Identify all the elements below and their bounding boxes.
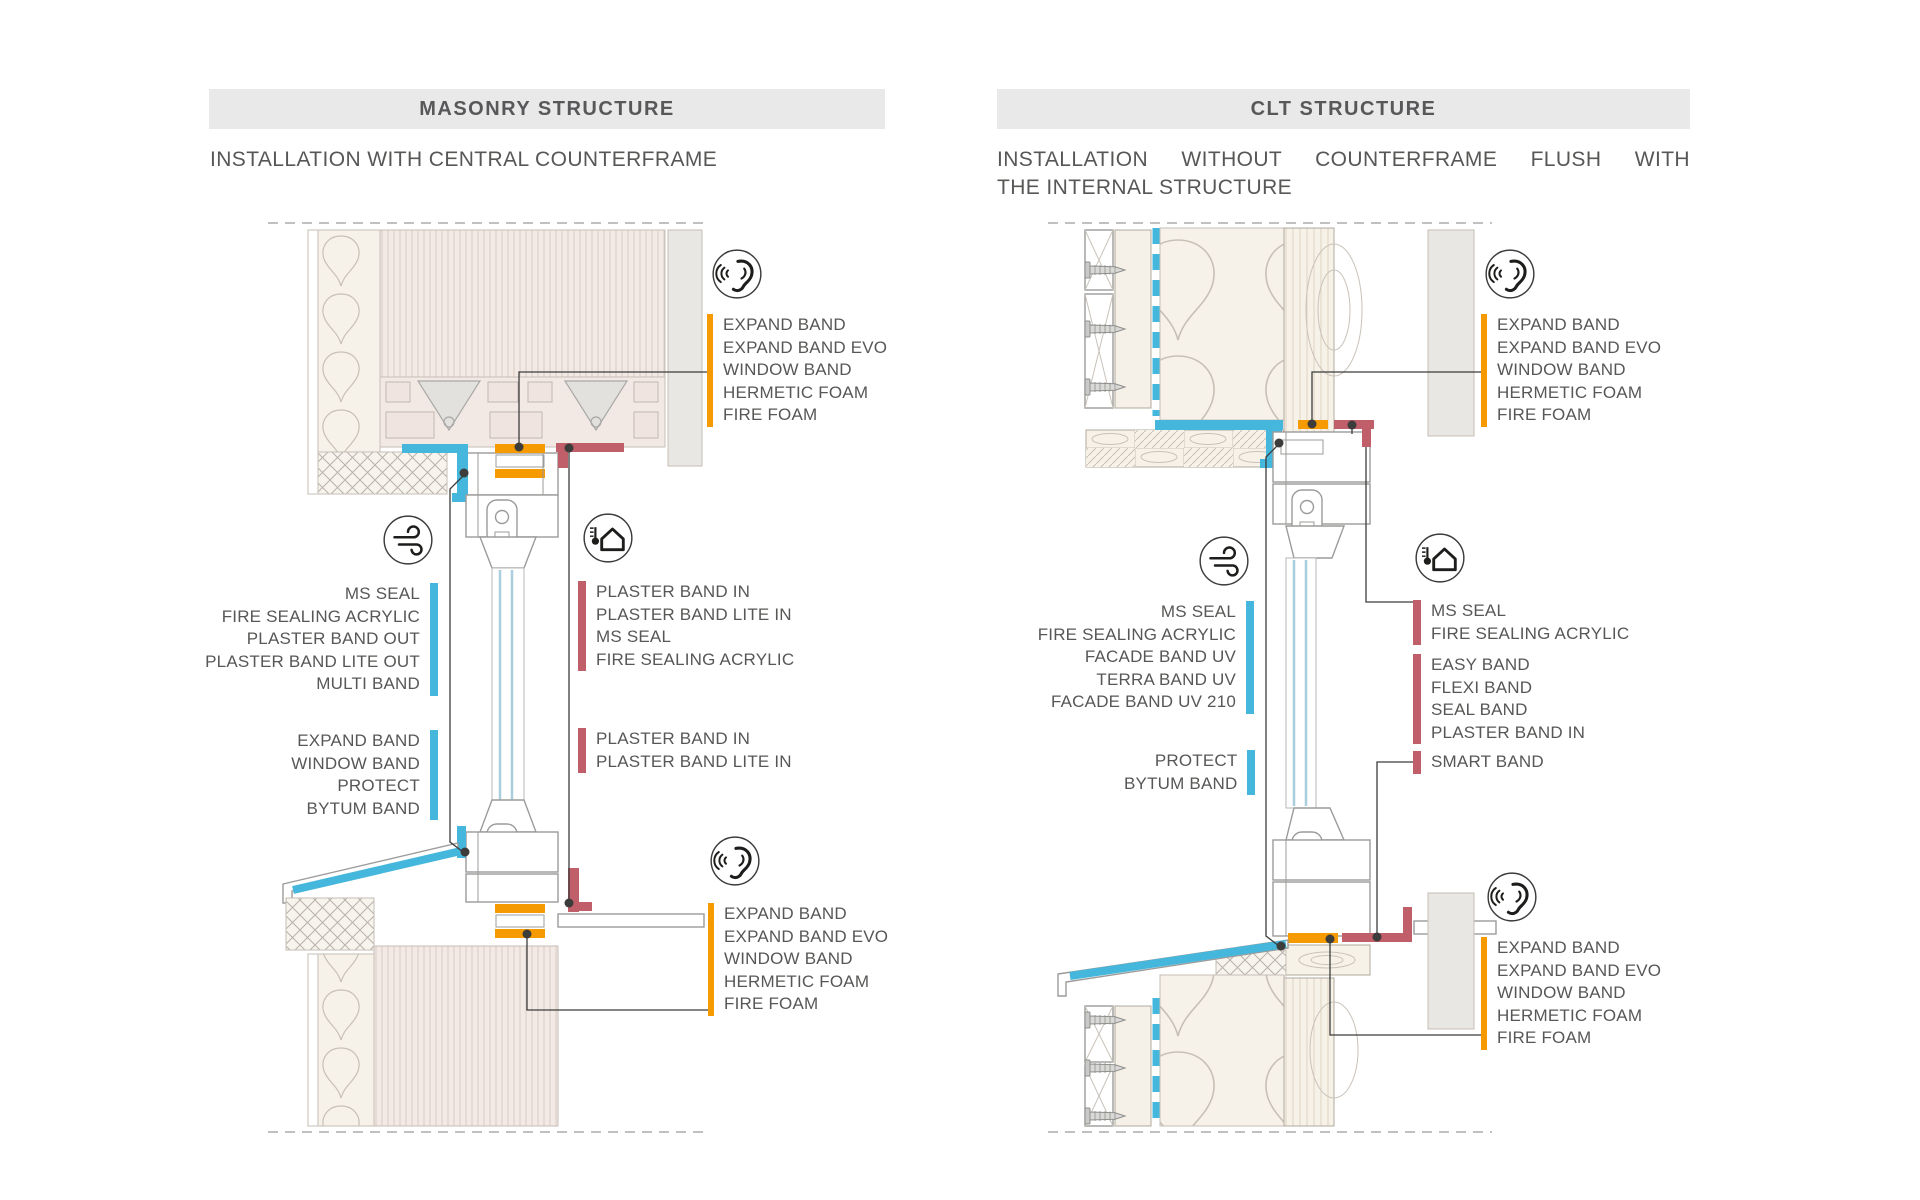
masonry-brick-band <box>379 376 666 448</box>
clt-detail-drawing <box>1048 222 1497 1133</box>
masonry-window-sill <box>282 799 705 938</box>
clt-panel <box>1283 977 1335 1127</box>
clt-wall-upper <box>1048 222 1492 468</box>
red-color-bar <box>1413 600 1421 645</box>
orange-color-bar <box>1481 937 1487 1050</box>
head-internal-seal-band <box>556 443 624 452</box>
label-clt-internal-seals-3: SMART BAND <box>1413 751 1544 774</box>
masonry-detail-drawing <box>268 222 708 1133</box>
sill-external-seal-band <box>1069 940 1287 980</box>
head-external-seal-band <box>1155 420 1283 430</box>
clt-panel <box>1283 227 1335 435</box>
ear-icon <box>708 834 762 888</box>
orange-color-bar <box>707 314 713 427</box>
interior-window-board <box>557 913 705 928</box>
masonry-window-head <box>402 443 624 805</box>
clt-wall-lower <box>1048 892 1492 1133</box>
head-external-seal-band <box>402 444 468 453</box>
glazing-section <box>1285 557 1317 809</box>
clt-subtitle: INSTALLATION WITHOUT COUNTERFRAME FLUSH … <box>997 148 1690 199</box>
label-lines: SMART BAND <box>1431 752 1544 771</box>
clt-head-beam <box>1085 429 1284 468</box>
sill-foam-band-inner <box>495 929 545 938</box>
sill-internal-seal-band <box>568 868 579 912</box>
blue-color-bar <box>430 730 438 820</box>
masonry-wall-lower <box>268 897 706 1133</box>
sill-foam-band <box>1288 933 1338 943</box>
orange-color-bar <box>1481 314 1487 427</box>
masonry-panel-title: MASONRY STRUCTURE <box>209 89 885 129</box>
masonry-subtitle: INSTALLATION WITH CENTRAL COUNTERFRAME <box>210 148 718 171</box>
ear-icon <box>1485 870 1539 924</box>
masonry-leader-lines <box>449 371 708 1011</box>
ear-icon <box>710 247 764 301</box>
blue-color-bar <box>1246 601 1254 714</box>
wind-icon <box>1197 534 1251 588</box>
red-color-bar <box>1413 654 1421 744</box>
blue-color-bar <box>1247 750 1256 795</box>
clt-panel-title: CLT STRUCTURE <box>997 89 1690 129</box>
ear-icon <box>1483 247 1537 301</box>
head-foam-band-inner <box>495 469 545 478</box>
red-color-bar <box>578 581 586 671</box>
house-thermometer-icon <box>1413 531 1467 585</box>
blue-color-bar <box>430 583 438 696</box>
red-color-bar <box>1413 751 1421 774</box>
red-color-bar <box>578 728 586 773</box>
wind-icon <box>381 513 435 567</box>
masonry-wall-upper <box>268 222 706 495</box>
clt-leader-lines <box>1265 371 1481 1036</box>
glazing-section <box>491 567 525 805</box>
sill-external-seal-band <box>292 847 462 894</box>
sill-foam-band-outer <box>495 904 545 913</box>
orange-color-bar <box>708 903 714 1016</box>
house-thermometer-icon <box>581 511 635 565</box>
